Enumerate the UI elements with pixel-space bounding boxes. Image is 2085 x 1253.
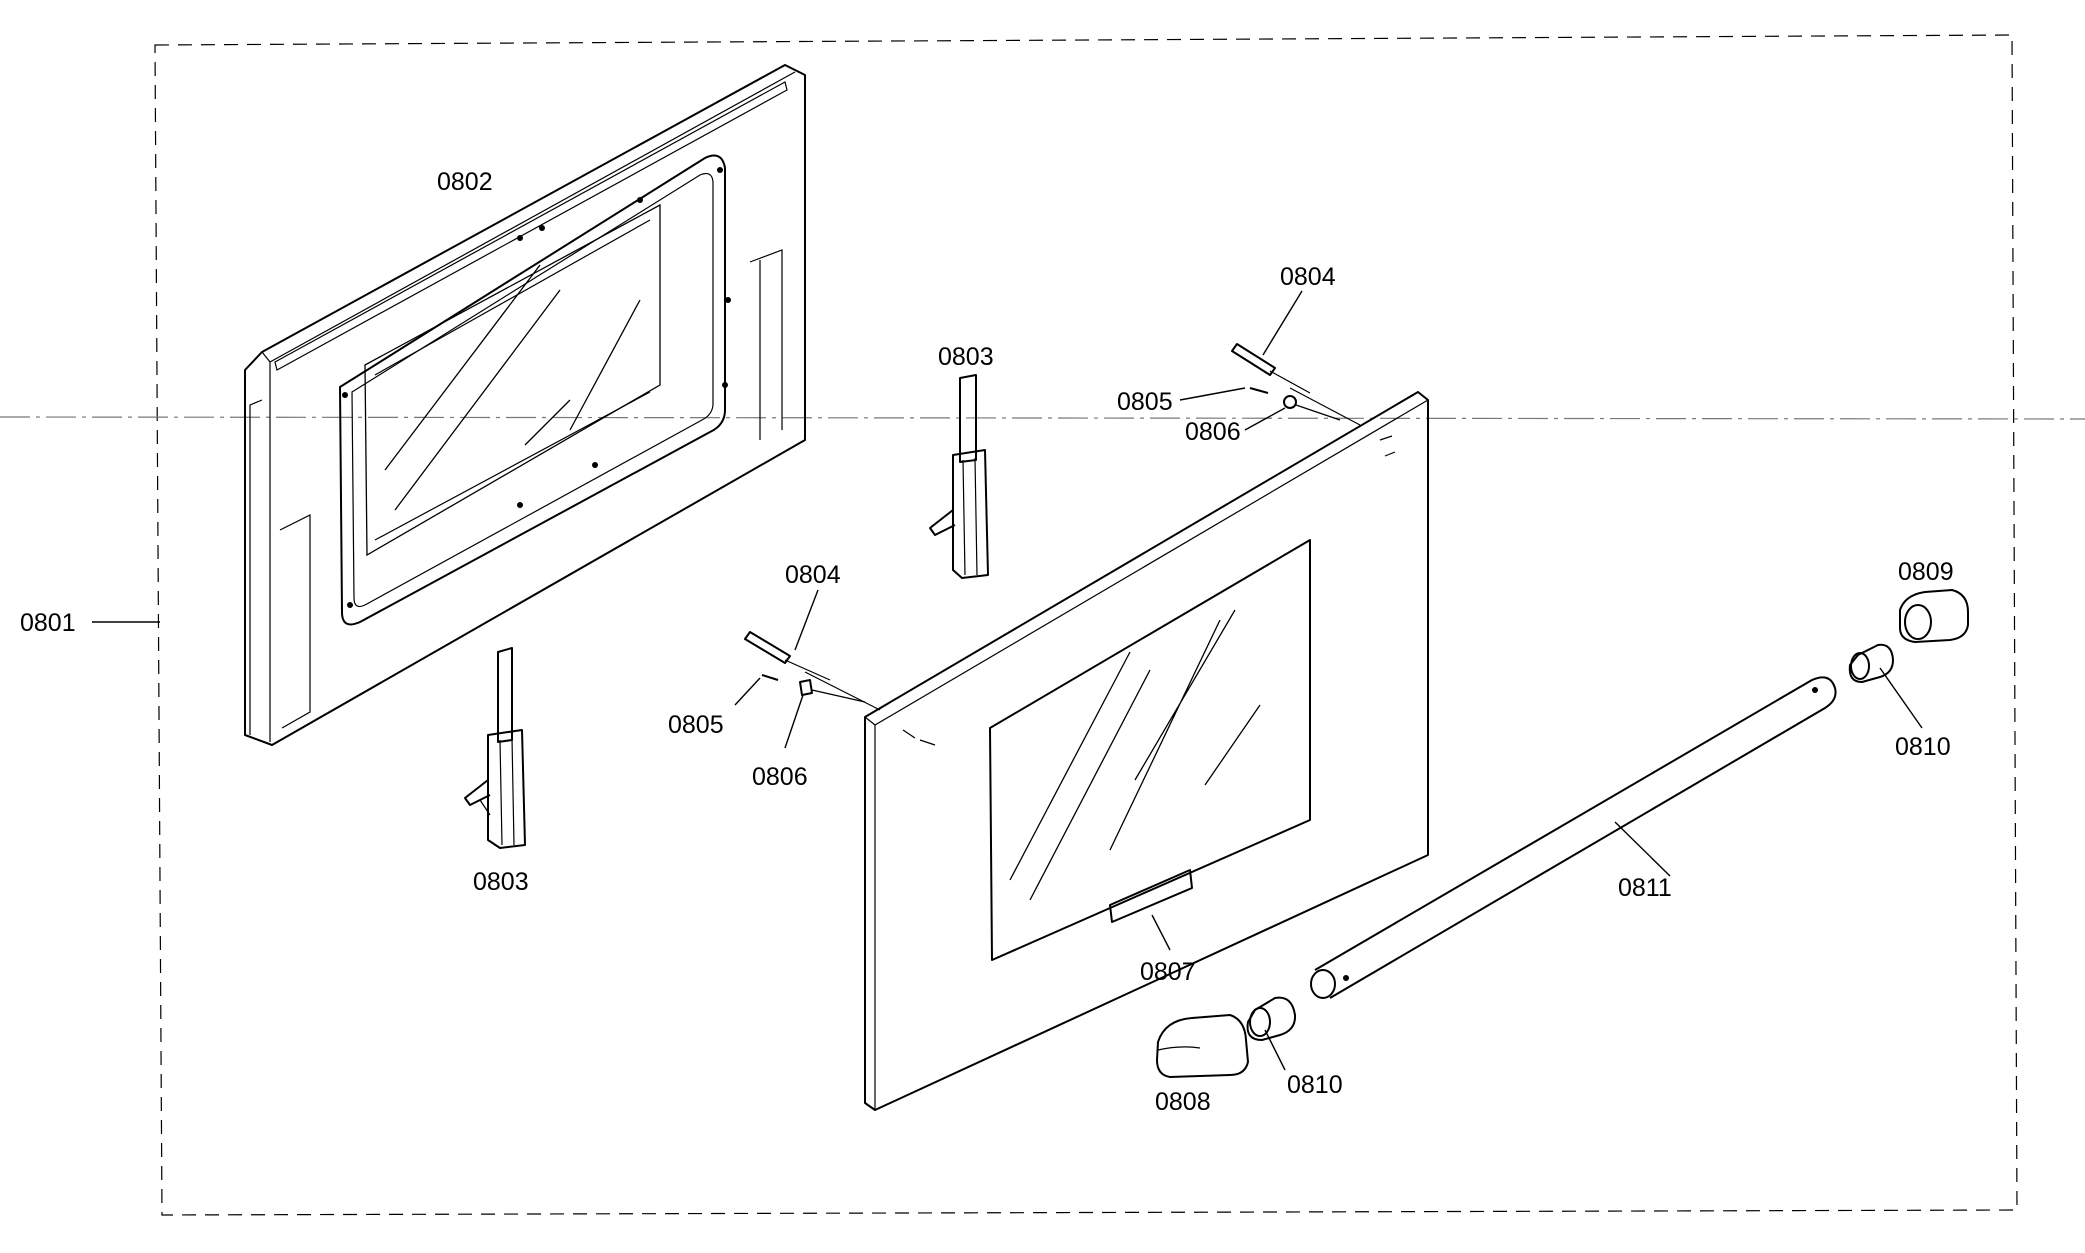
label-0804-left: 0804 (785, 561, 841, 589)
label-0810-left: 0810 (1287, 1071, 1343, 1099)
label-0803-left: 0803 (473, 868, 529, 896)
end-cap-right (1899, 589, 1969, 643)
label-0806-left: 0806 (752, 763, 808, 791)
label-0805-right: 0805 (1117, 388, 1173, 416)
outer-door-panel (864, 391, 1429, 1111)
handle-mount-left (1246, 996, 1297, 1041)
label-0808: 0808 (1155, 1088, 1211, 1116)
label-0810-right: 0810 (1895, 733, 1951, 761)
inner-door-panel (244, 64, 806, 746)
screw-left (761, 674, 866, 703)
label-0811: 0811 (1618, 874, 1672, 902)
scan-artifact-line (0, 416, 2085, 420)
label-0801: 0801 (20, 609, 76, 637)
label-0804-right: 0804 (1280, 263, 1336, 291)
handle-bar (1310, 676, 1837, 999)
handle-mount-right (1848, 643, 1894, 683)
label-0805-left: 0805 (668, 711, 724, 739)
label-0806-right: 0806 (1185, 418, 1241, 446)
hinge-right (929, 374, 989, 579)
screw-right (1249, 387, 1341, 421)
leader-lines (92, 290, 1923, 1071)
label-0802: 0802 (437, 168, 493, 196)
label-0809: 0809 (1898, 558, 1954, 586)
label-0803-right: 0803 (938, 343, 994, 371)
assembly-boundary (154, 34, 2018, 1216)
pin-right (1231, 343, 1361, 426)
label-0807: 0807 (1140, 958, 1196, 986)
pin-left (744, 631, 881, 711)
hinge-left (464, 647, 526, 849)
end-cap-left (1156, 1014, 1249, 1078)
